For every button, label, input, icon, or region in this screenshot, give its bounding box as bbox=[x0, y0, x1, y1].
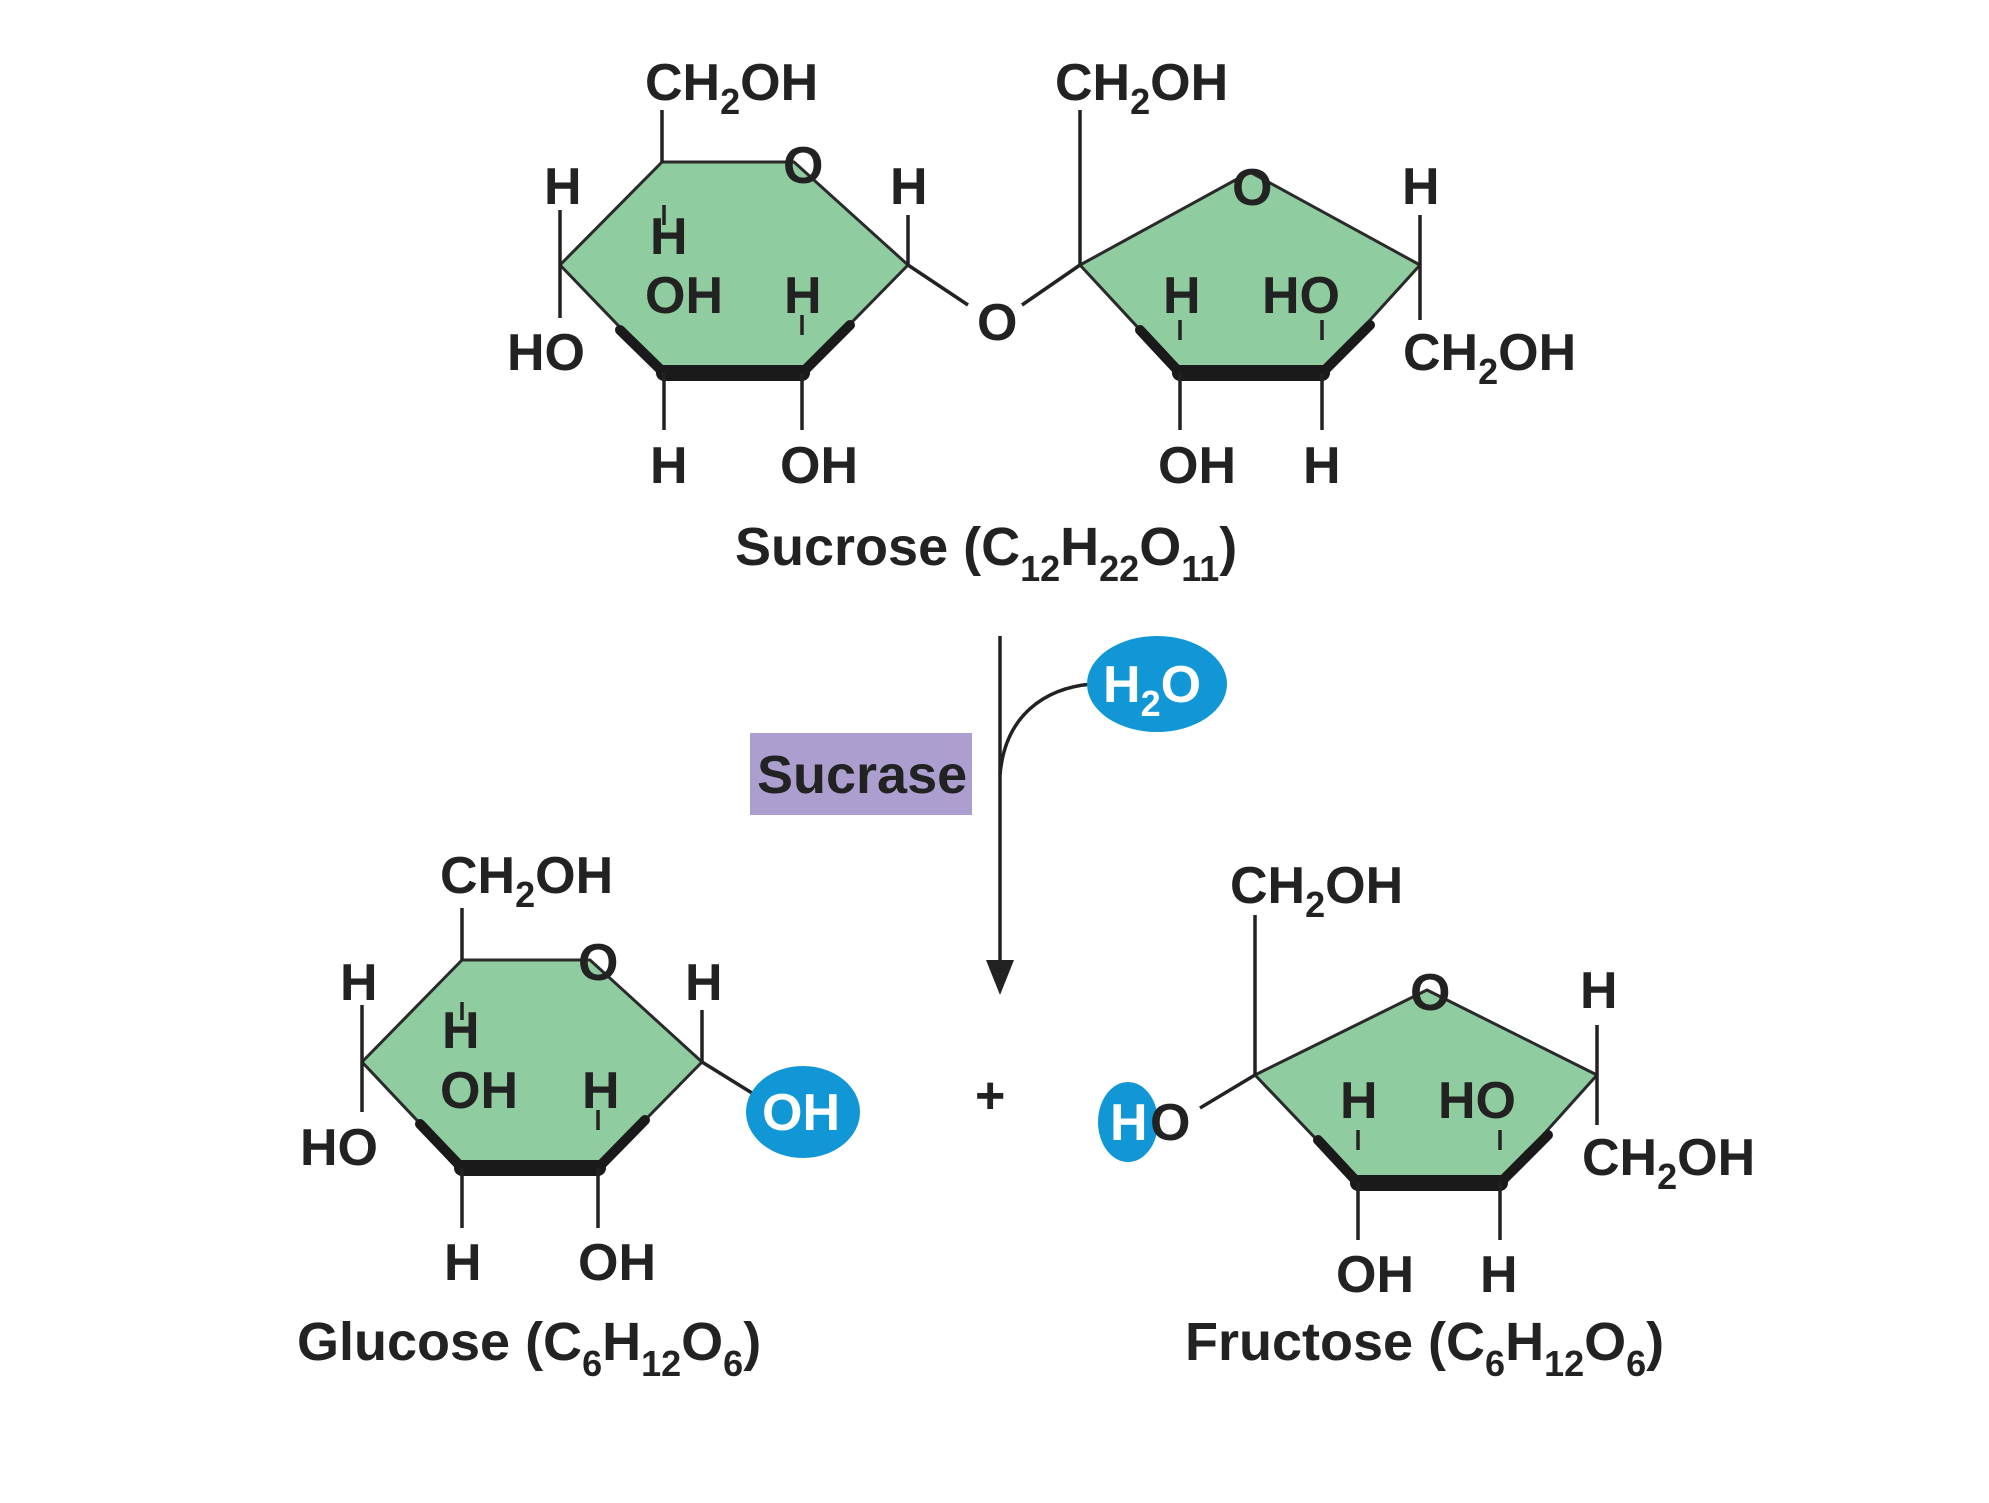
glucose-caption: Glucose (C6H12O6) bbox=[297, 1312, 761, 1384]
sucrose-glucose-oh-bottom: OH bbox=[780, 437, 858, 495]
fructose-h-badge-label: H bbox=[1110, 1094, 1148, 1152]
sucrose-molecule: CH2OH O H H OH H H HO H OH O CH2OH O H H… bbox=[507, 54, 1576, 589]
sucrose-glucose-ho-left: HO bbox=[507, 324, 585, 382]
enzyme-box bbox=[750, 733, 972, 815]
sucrose-fructose-h-inner: H bbox=[1163, 267, 1201, 325]
sucrose-glucose-h-bottom: H bbox=[650, 437, 688, 495]
arrowhead-icon bbox=[986, 960, 1014, 995]
bond bbox=[701, 1060, 753, 1095]
glycosidic-bond-left bbox=[907, 263, 969, 307]
fructose-ch2oh-label: CH2OH bbox=[1230, 857, 1403, 925]
water-label: H2O bbox=[1103, 656, 1201, 724]
glucose-h-inner: H bbox=[442, 1002, 480, 1060]
sucrose-fructose-wedge-right bbox=[1317, 320, 1375, 378]
fructose-oh-bottom: OH bbox=[1336, 1246, 1414, 1304]
sucrose-glucose-wedge-right bbox=[797, 320, 855, 378]
glucose-ring bbox=[360, 958, 704, 1170]
sucrose-fructose-ch2oh-right: CH2OH bbox=[1403, 324, 1576, 392]
plus-sign: + bbox=[975, 1067, 1005, 1125]
fructose-ch2oh-right: CH2OH bbox=[1582, 1129, 1755, 1197]
sucrose-glucose-wedge-left bbox=[615, 325, 669, 378]
sucrose-fructose-h-right: H bbox=[1402, 158, 1440, 216]
glucose-molecule: OH CH2OH O H H OH H H HO H OH Glucose (C… bbox=[297, 847, 860, 1384]
glucose-wedge-left bbox=[415, 1119, 467, 1173]
fructose-ring-o: O bbox=[1410, 964, 1450, 1022]
glucose-oh-badge bbox=[746, 1066, 860, 1158]
sucrose-glucose-ring bbox=[558, 160, 910, 375]
sucrose-glucose-oh-inner: OH bbox=[645, 267, 723, 325]
fructose-molecule: H O CH2OH O H HO H CH2OH OH H Fructose (… bbox=[1098, 857, 1755, 1384]
bond bbox=[1199, 1073, 1256, 1110]
fructose-o-left: O bbox=[1150, 1094, 1190, 1152]
fructose-wedge-right bbox=[1495, 1130, 1553, 1188]
glucose-h-right: H bbox=[685, 954, 723, 1012]
sucrose-glucose-ch2oh-label: CH2OH bbox=[645, 54, 818, 122]
sucrose-glucose-h-left: H bbox=[544, 158, 582, 216]
sucrose-fructose-ho-inner: HO bbox=[1262, 267, 1340, 325]
fructose-h-inner: H bbox=[1340, 1072, 1378, 1130]
glucose-oh-inner: OH bbox=[440, 1062, 518, 1120]
fructose-ho-inner: HO bbox=[1438, 1072, 1516, 1130]
sucrose-fructose-ring-o: O bbox=[1232, 159, 1272, 217]
glucose-ch2oh-label: CH2OH bbox=[440, 847, 613, 915]
sucrose-fructose-h-bottom: H bbox=[1303, 437, 1341, 495]
glucose-h-inner2: H bbox=[582, 1062, 620, 1120]
glucose-h-left: H bbox=[340, 954, 378, 1012]
fructose-h-bottom: H bbox=[1480, 1246, 1518, 1304]
fructose-caption: Fructose (C6H12O6) bbox=[1185, 1312, 1664, 1384]
reaction-arrow-group: H2O Sucrase + bbox=[750, 636, 1227, 1125]
water-badge bbox=[1087, 636, 1227, 732]
enzyme-label: Sucrase bbox=[757, 745, 967, 805]
glucose-wedge-right bbox=[593, 1115, 650, 1173]
sucrose-glucose-h-inner2: H bbox=[784, 267, 822, 325]
sucrose-bridge-o: O bbox=[977, 294, 1017, 352]
fructose-wedge-left bbox=[1313, 1135, 1363, 1188]
sucrose-fructose-oh-bottom: OH bbox=[1158, 437, 1236, 495]
sucrose-fructose-wedge-left bbox=[1135, 325, 1185, 378]
sucrose-glucose-h-inner: H bbox=[650, 208, 688, 266]
glucose-oh-bottom: OH bbox=[578, 1234, 656, 1292]
glucose-oh-badge-label: OH bbox=[762, 1084, 840, 1142]
fructose-h-right: H bbox=[1580, 962, 1618, 1020]
glycosidic-bond-right bbox=[1021, 263, 1081, 307]
glucose-ring-o: O bbox=[578, 934, 618, 992]
sucrose-fructose-ch2oh-label: CH2OH bbox=[1055, 54, 1228, 122]
sucrose-caption: Sucrose (C12H22O11) bbox=[735, 517, 1237, 589]
water-entry-curve bbox=[998, 682, 1093, 776]
glucose-h-bottom: H bbox=[444, 1234, 482, 1292]
glucose-ho-left: HO bbox=[300, 1119, 378, 1177]
sucrose-glucose-h-right: H bbox=[890, 158, 928, 216]
fructose-h-badge bbox=[1098, 1082, 1158, 1162]
sucrose-glucose-ring-o: O bbox=[783, 137, 823, 195]
